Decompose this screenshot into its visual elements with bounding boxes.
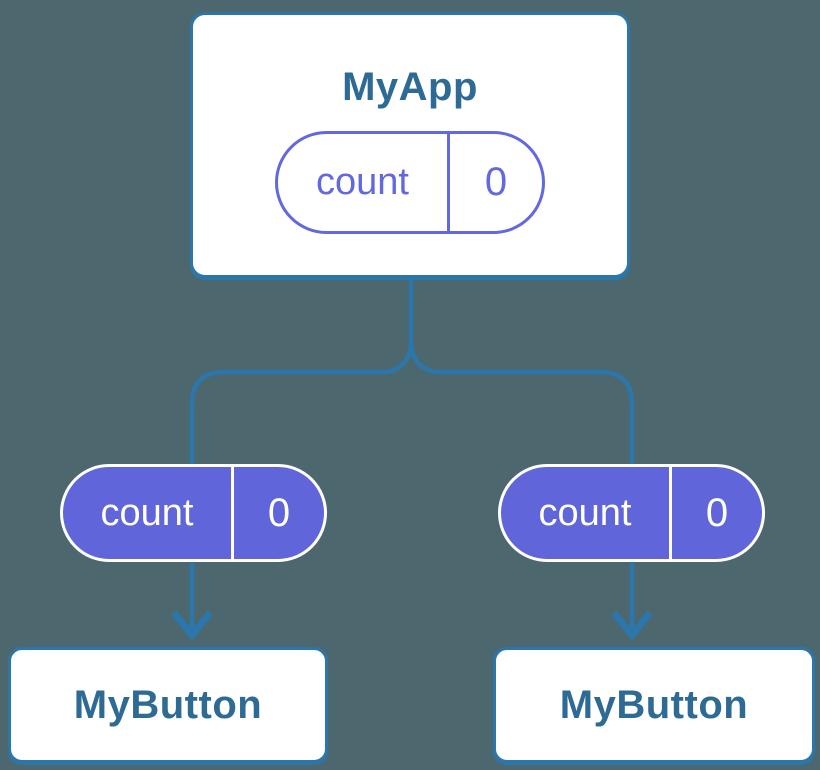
state-pill-value: 0 (447, 134, 542, 231)
prop-pill-value: 0 (231, 467, 324, 559)
root-node-title: MyApp (342, 65, 478, 109)
child-node-title: MyButton (559, 683, 749, 727)
child-node-mybutton-left: MyButton (8, 647, 328, 763)
prop-pill-label: count (538, 491, 632, 534)
child-node-mybutton-right: MyButton (493, 647, 815, 763)
child-node-title: MyButton (73, 683, 263, 727)
connector-branch-right (408, 341, 635, 629)
arrowhead-right-icon (611, 610, 653, 641)
root-node-myapp: MyApp count 0 (190, 12, 630, 278)
state-pill-label: count (316, 161, 409, 203)
prop-pill-label: count (100, 491, 194, 534)
connector-branch-left (189, 278, 414, 629)
prop-pill-right: count 0 (498, 464, 765, 562)
arrowhead-left-icon (171, 610, 213, 641)
state-pill: count 0 (275, 131, 545, 234)
prop-pill-left: count 0 (60, 464, 327, 562)
prop-pill-value: 0 (669, 467, 762, 559)
